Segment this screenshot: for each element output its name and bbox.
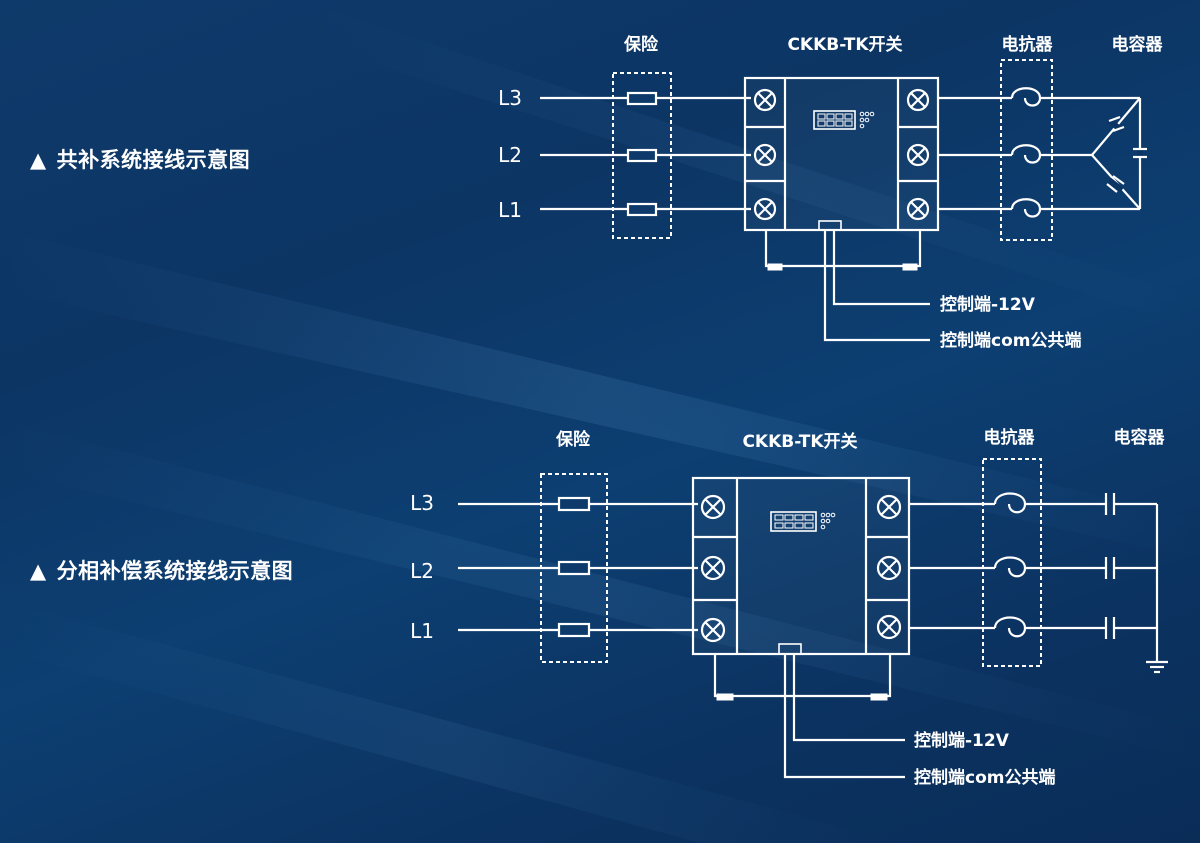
terminal-screw-icon	[700, 617, 726, 643]
switch-base	[764, 230, 922, 268]
fuse-icon	[626, 148, 658, 163]
control-neg-label: 控制端-12V	[914, 730, 1010, 751]
terminal-screw-icon	[876, 555, 902, 581]
diagram-2-caption: ▲ 分相补偿系统接线示意图	[30, 555, 293, 585]
split-capacitor-bank-icon	[1025, 493, 1159, 662]
reactor-coil-icon	[993, 556, 1027, 578]
terminal-screw-icon	[906, 197, 930, 221]
control-connector-icon	[818, 220, 842, 231]
capacitor-label: 电容器	[1114, 427, 1166, 448]
display-icon	[770, 511, 836, 532]
triangle-marker-icon: ▲	[30, 559, 47, 583]
fuse-label: 保险	[555, 429, 591, 450]
fuse-label: 保险	[623, 34, 659, 55]
reactor-label: 电抗器	[984, 427, 1036, 448]
phase-label-l1: L1	[498, 198, 522, 222]
phase-label-l2: L2	[498, 143, 522, 167]
switch-body	[691, 476, 911, 656]
control-com-label: 控制端com公共端	[914, 767, 1055, 788]
control-com-label: 控制端com公共端	[940, 330, 1081, 351]
diagram-1-caption-text: 共补系统接线示意图	[56, 148, 251, 172]
capacitor-label: 电容器	[1112, 34, 1164, 55]
display-icon	[813, 110, 875, 130]
fuse-icon	[626, 91, 658, 106]
terminal-screw-icon	[753, 88, 777, 112]
fuse-icon	[557, 560, 591, 576]
delta-capacitor-bank-icon	[1091, 97, 1147, 210]
fuse-box	[540, 473, 608, 663]
reactor-label: 电抗器	[1002, 34, 1054, 55]
fuse-icon	[557, 622, 591, 638]
fuse-box	[612, 72, 672, 239]
fuse-icon	[626, 202, 658, 217]
terminal-screw-icon	[700, 555, 726, 581]
terminal-screw-icon	[876, 494, 902, 520]
mount-foot-icon	[902, 263, 918, 271]
control-wire-com	[823, 230, 930, 342]
phase-label-l3: L3	[410, 491, 434, 515]
diagram-1-caption: ▲ 共补系统接线示意图	[30, 144, 250, 174]
control-wire-neg	[792, 654, 905, 742]
reactor-coil-icon	[993, 616, 1027, 638]
mount-foot-icon	[870, 693, 888, 701]
reactor-box	[982, 458, 1042, 667]
fuse-icon	[557, 496, 591, 512]
reactor-coil-icon	[1010, 87, 1042, 107]
reactor-box	[1000, 59, 1053, 241]
diagram-2: 保险 CKKB-TK开关 电抗器 电容器 L3 L2 L1	[410, 427, 1168, 788]
phase-label-l3: L3	[498, 86, 522, 110]
terminal-screw-icon	[700, 494, 726, 520]
ground-icon	[1146, 660, 1168, 674]
control-neg-label: 控制端-12V	[940, 294, 1036, 315]
terminal-screw-icon	[753, 197, 777, 221]
switch-label: CKKB-TK开关	[787, 34, 902, 55]
switch-base	[713, 654, 892, 698]
control-connector-icon	[778, 643, 802, 655]
diagram-1: 保险 CKKB-TK开关 电抗器 电容器 L3 L2 L1	[498, 34, 1163, 351]
diagram-2-caption-text: 分相补偿系统接线示意图	[56, 559, 294, 583]
terminal-screw-icon	[753, 143, 777, 167]
triangle-marker-icon: ▲	[30, 148, 47, 172]
mount-foot-icon	[767, 263, 783, 271]
terminal-screw-icon	[906, 88, 930, 112]
mount-foot-icon	[716, 693, 734, 701]
reactor-coil-icon	[993, 492, 1027, 514]
control-wire-com	[783, 654, 905, 779]
terminal-screw-icon	[906, 143, 930, 167]
phase-label-l1: L1	[410, 619, 434, 643]
terminal-screw-icon	[876, 614, 902, 640]
control-wire-neg	[832, 230, 930, 306]
reactor-coil-icon	[1010, 144, 1042, 164]
switch-label: CKKB-TK开关	[742, 431, 857, 452]
phase-label-l2: L2	[410, 559, 434, 583]
reactor-coil-icon	[1010, 198, 1042, 218]
